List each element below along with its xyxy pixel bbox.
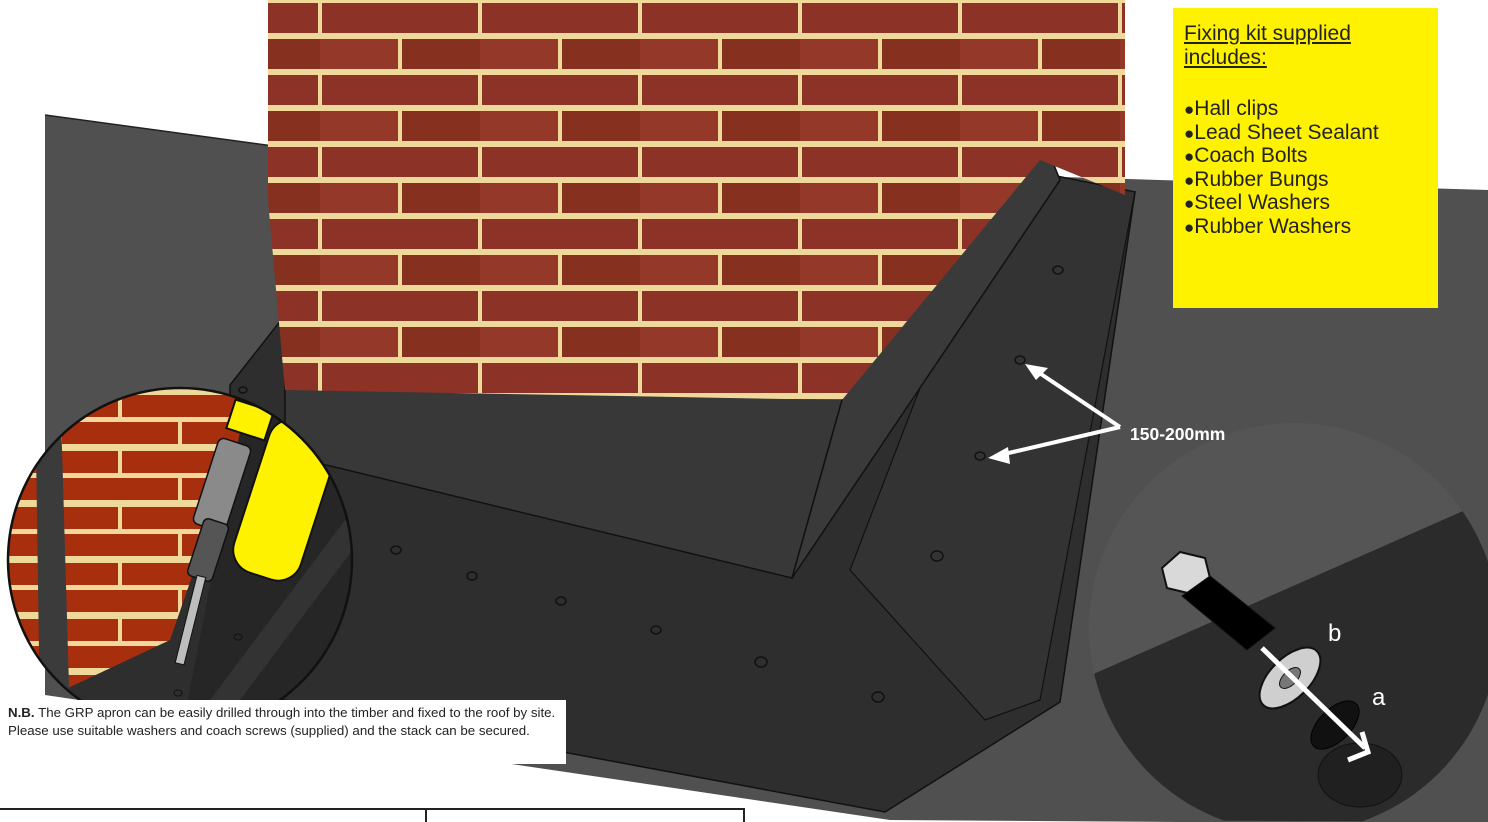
list-item: Rubber Bungs [1184, 168, 1438, 192]
fixing-spacing-label: 150-200mm [1130, 424, 1225, 445]
bottom-table-divider [425, 808, 427, 822]
detail-label-b: b [1328, 620, 1341, 648]
fixing-kit-title: Fixing kit supplied includes: [1184, 22, 1404, 69]
bottom-table-border [0, 808, 745, 822]
fixing-kit-list: Hall clips Lead Sheet Sealant Coach Bolt… [1184, 97, 1438, 238]
fixing-kit-box: Fixing kit supplied includes: Hall clips… [1173, 8, 1438, 308]
list-item: Coach Bolts [1184, 144, 1438, 168]
list-item: Hall clips [1184, 97, 1438, 121]
note-label: N.B. [8, 705, 35, 720]
list-item: Steel Washers [1184, 191, 1438, 215]
detail-label-a: a [1372, 684, 1385, 712]
note-text: The GRP apron can be easily drilled thro… [8, 705, 555, 738]
list-item: Rubber Washers [1184, 215, 1438, 239]
installation-note: N.B. The GRP apron can be easily drilled… [0, 700, 566, 764]
list-item: Lead Sheet Sealant [1184, 121, 1438, 145]
